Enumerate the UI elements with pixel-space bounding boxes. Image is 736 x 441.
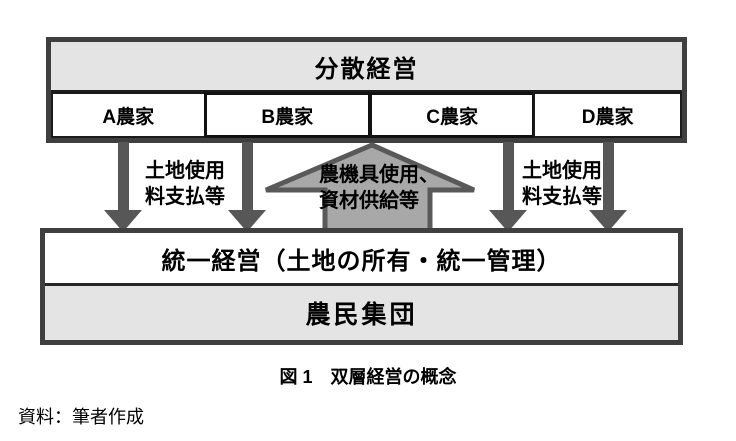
arrow-down-icon (589, 142, 627, 232)
farmer-box-c: C農家 (368, 92, 536, 138)
land-fee-label-right: 土地使用 料支払等 (522, 160, 602, 208)
farmer-group-title: 農民集団 (45, 286, 678, 340)
arrow-head (589, 210, 627, 232)
farmer-box-a: A農家 (51, 92, 206, 138)
arrow-head (104, 210, 142, 232)
arrow-stem (241, 142, 253, 210)
supply-label: 農機具使用、 資材供給等 (319, 164, 439, 212)
source-note: 資料：筆者作成 (18, 407, 144, 427)
arrow-up-icon (265, 142, 476, 233)
arrow-head (489, 210, 527, 232)
unified-management-frame: 統一経営（土地の所有・統一管理） 農民集団 (40, 228, 683, 345)
farmer-box-b: B農家 (203, 92, 371, 138)
arrow-down-icon (489, 142, 527, 232)
farmer-row: A農家 B農家 C農家 D農家 (51, 92, 682, 138)
arrow-stem (502, 142, 514, 210)
farmer-box-d: D農家 (533, 92, 682, 138)
arrow-down-icon (104, 142, 142, 232)
arrow-head (228, 210, 266, 232)
land-fee-label-left: 土地使用 料支払等 (145, 160, 225, 208)
dispersed-management-title: 分散経営 (51, 42, 682, 92)
unified-management-title: 統一経営（土地の所有・統一管理） (45, 233, 678, 286)
dispersed-management-frame: 分散経営 A農家 B農家 C農家 D農家 (46, 37, 687, 143)
figure-caption: 図 1 双層経営の概念 (279, 367, 457, 387)
arrow-down-icon (228, 142, 266, 232)
arrow-stem (117, 142, 129, 210)
arrow-stem (602, 142, 614, 210)
